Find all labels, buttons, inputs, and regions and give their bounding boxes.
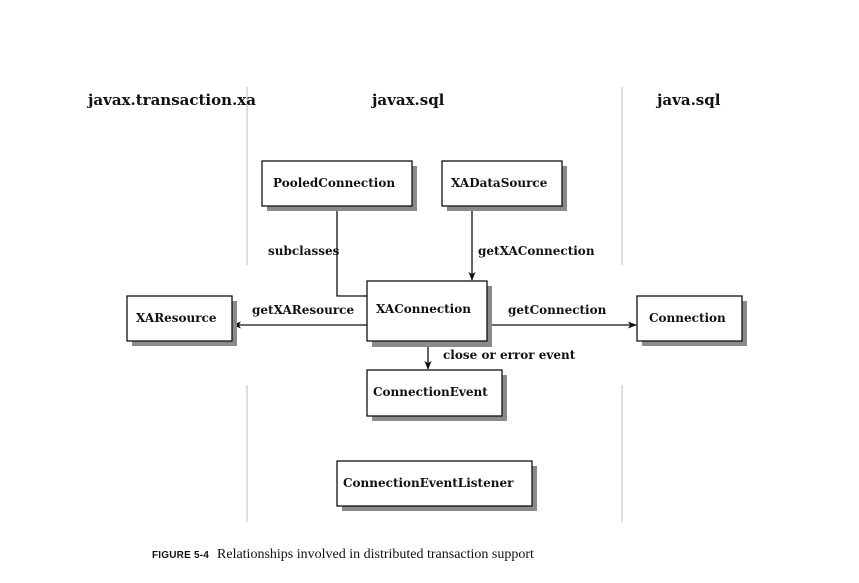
xa-data-source-box: XADataSource: [441, 160, 567, 211]
package-header-javax-sql: javax.sql: [370, 91, 445, 109]
package-header-java-sql: java.sql: [655, 91, 721, 109]
connection-event-listener-box: ConnectionEventListener: [336, 460, 537, 511]
xa-resource-label: XAResource: [136, 311, 217, 325]
subclasses-label: subclasses: [268, 244, 340, 258]
xa-data-source-label: XADataSource: [451, 176, 548, 190]
figure-caption: FIGURE 5-4 Relationships involved in dist…: [152, 545, 534, 563]
get-xa-connection-label: getXAConnection: [478, 244, 595, 258]
subclasses-connector: [336, 205, 367, 297]
connection-event-listener-label: ConnectionEventListener: [343, 476, 514, 490]
xa-resource-box: XAResource: [126, 295, 237, 346]
get-xa-resource-label: getXAResource: [252, 303, 354, 317]
get-connection-label: getConnection: [508, 303, 607, 317]
close-or-error-event-label: close or error event: [443, 348, 576, 362]
figure-number: FIGURE 5-4: [152, 550, 210, 561]
figure-caption-text: Relationships involved in distributed tr…: [217, 547, 534, 562]
connection-box: Connection: [636, 295, 747, 346]
connection-event-box: ConnectionEvent: [366, 369, 507, 421]
pooled-connection-box: PooledConnection: [261, 160, 417, 211]
connection-label: Connection: [649, 311, 726, 325]
xa-connection-label: XAConnection: [376, 302, 471, 316]
xa-connection-box: XAConnection: [366, 280, 492, 347]
package-header-javax-transaction-xa: javax.transaction.xa: [86, 91, 256, 109]
connection-event-label: ConnectionEvent: [373, 385, 488, 399]
pooled-connection-label: PooledConnection: [273, 176, 395, 190]
